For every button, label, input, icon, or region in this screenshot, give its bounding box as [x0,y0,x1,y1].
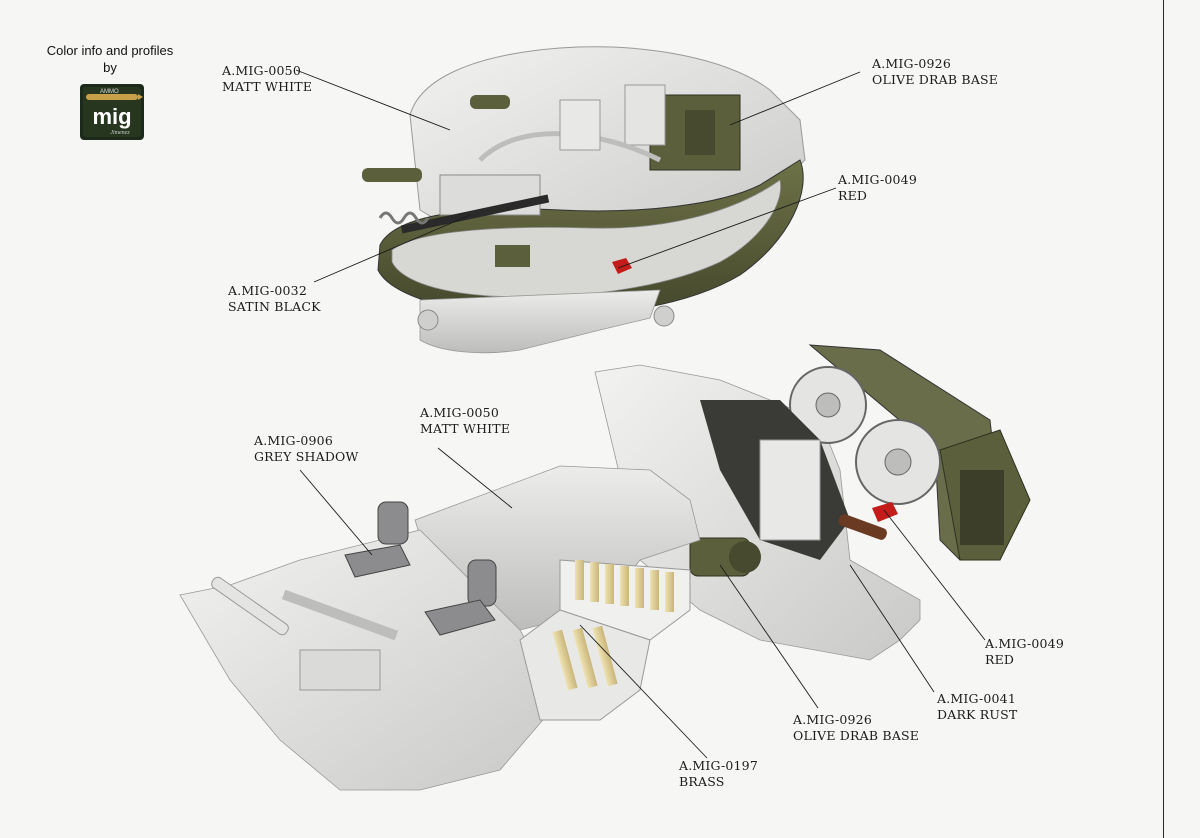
turret-assembly [362,46,806,354]
leader-c9 [719,564,819,709]
callout-brass: A.MIG-0197 BRASS [679,758,758,790]
logo-sub-text: Jimenez [110,130,130,136]
callout-name: GREY SHADOW [254,449,359,464]
logo-brand-text: mig [92,104,131,129]
leader-lines [295,69,986,759]
callout-name: RED [985,652,1015,667]
frame-right-rule [1163,22,1164,812]
callout-name: MATT WHITE [222,79,313,94]
recoil-spring [378,211,430,225]
callout-code: A.MIG-0050 [420,405,499,420]
callout-grey-shadow: A.MIG-0906 GREY SHADOW [254,433,359,465]
codriver-seat [424,559,497,636]
callout-code: A.MIG-0041 [937,691,1016,706]
turret-ring-top [391,179,782,298]
fan-wheel-2-hub [884,448,912,476]
turret-roller-left [417,309,439,331]
olive-canister-cap [729,541,761,573]
callout-code: A.MIG-0050 [222,63,301,78]
radio-grille [685,110,715,155]
white-lever [211,576,289,636]
leader-c8 [849,564,935,693]
leader-c4 [313,214,471,283]
dark-rust-pipe [838,514,887,540]
credit-line-2: by [103,60,117,75]
callout-red-hull: A.MIG-0049 RED [985,636,1064,668]
ammo-mig-logo: AMMO mig Jimenez [80,84,144,140]
credit-block: Color info and profiles by [20,42,200,76]
leader-c6 [299,469,373,556]
callout-name: OLIVE DRAB BASE [793,728,920,743]
leader-c3 [617,187,837,269]
ammo-rack [519,559,691,721]
callout-name: DARK RUST [937,707,1018,722]
leader-c2 [729,71,861,126]
radio-box-white [624,84,666,146]
credit-line-1: Color info and profiles [46,43,174,58]
leader-c7 [883,509,986,641]
leader-c1 [295,69,451,131]
box-mid-1 [495,245,530,267]
callout-name: SATIN BLACK [228,299,321,314]
red-lever [612,258,632,274]
coax-gun [400,194,550,234]
logo-top-text: AMMO [100,89,119,95]
driver-seat [344,501,411,578]
hull-assembly [179,344,1031,791]
gun-breech [439,174,541,216]
callout-code: A.MIG-0197 [679,758,758,773]
pedal-frame [299,649,381,691]
callout-code: A.MIG-0049 [838,172,917,187]
turret-basket [419,289,661,354]
olive-canister-1 [362,168,422,182]
leader-c5 [437,447,513,509]
callout-olive-drab-turret: A.MIG-0926 OLIVE DRAB BASE [872,56,998,88]
callout-matt-white-turret: A.MIG-0050 MATT WHITE [222,63,312,95]
callout-code: A.MIG-0049 [985,636,1064,651]
callout-name: MATT WHITE [420,421,511,436]
callout-name: BRASS [679,774,725,789]
turret-roller-right [653,305,675,327]
callout-code: A.MIG-0032 [228,283,307,298]
callout-name: RED [838,188,868,203]
steering-linkage [281,589,399,641]
fan-wheel-1-hub [815,392,841,418]
callout-matt-white-hull: A.MIG-0050 MATT WHITE [420,405,510,437]
seat-bracket [559,99,601,151]
callout-satin-black: A.MIG-0032 SATIN BLACK [228,283,321,315]
radiator-grille [960,470,1004,545]
callout-red-turret: A.MIG-0049 RED [838,172,917,204]
callout-code: A.MIG-0926 [872,56,951,71]
leader-c10 [579,624,708,759]
olive-canister-2 [470,95,510,109]
callout-code: A.MIG-0926 [793,712,872,727]
callout-dark-rust: A.MIG-0041 DARK RUST [937,691,1017,723]
callout-code: A.MIG-0906 [254,433,333,448]
callout-name: OLIVE DRAB BASE [872,72,999,87]
callout-olive-drab-hull: A.MIG-0926 OLIVE DRAB BASE [793,712,919,744]
white-duct [759,439,821,541]
